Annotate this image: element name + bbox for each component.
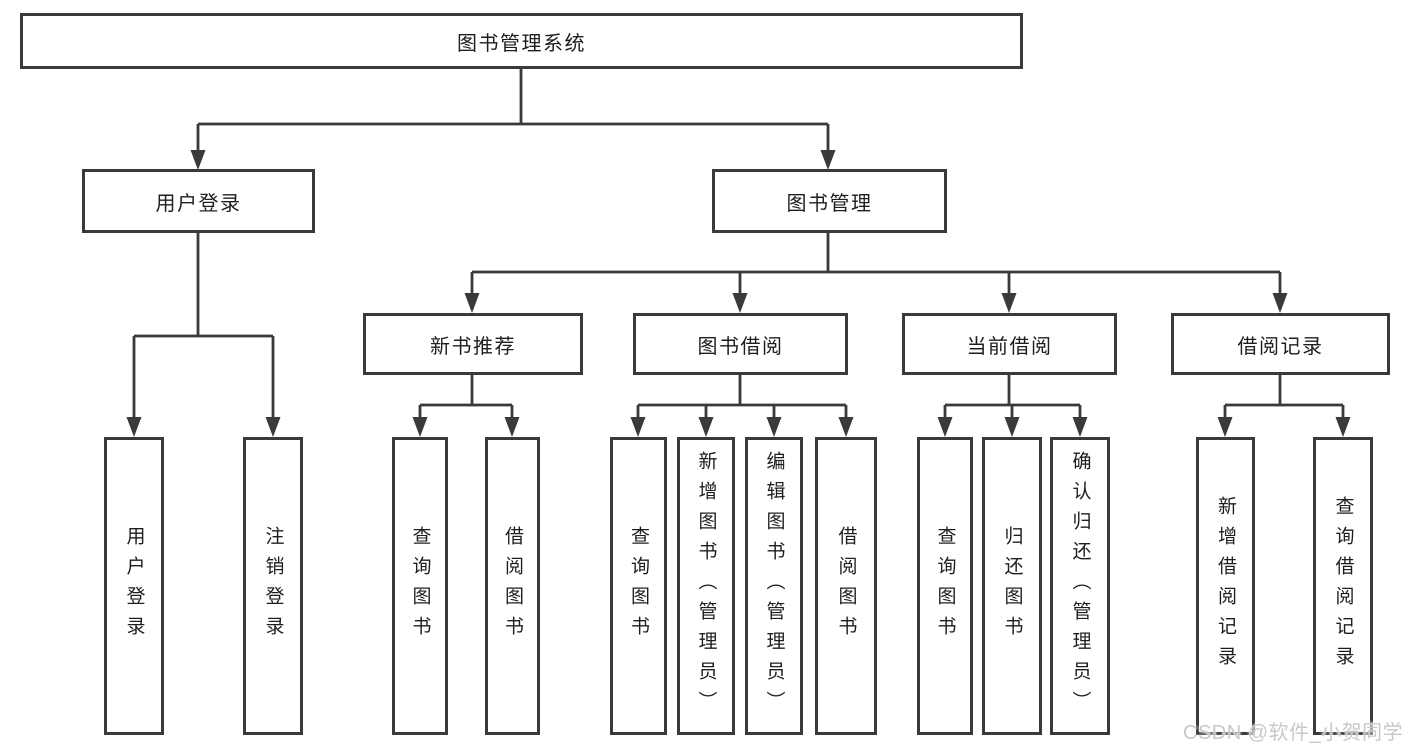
arrow-icon <box>698 417 714 437</box>
connector-root <box>196 69 830 152</box>
node-leaf-user-login: 用户登录 <box>104 437 164 735</box>
node-user-login: 用户登录 <box>82 169 315 233</box>
arrow-icon <box>820 150 836 170</box>
node-leaf-confirm-return-admin: 确认归还（管理员） <box>1050 437 1110 735</box>
node-new-book-recommend-label: 新书推荐 <box>430 335 516 358</box>
node-leaf-edit-books-admin-label: 编辑图书（管理员） <box>763 451 785 721</box>
node-leaf-user-login-label: 用户登录 <box>123 526 145 646</box>
node-book-management: 图书管理 <box>712 169 947 233</box>
node-root: 图书管理系统 <box>20 13 1023 69</box>
node-leaf-borrow-books-1: 借阅图书 <box>485 437 540 735</box>
node-leaf-query-books-2: 查询图书 <box>610 437 667 735</box>
arrow-icon <box>126 417 142 437</box>
arrow-icon <box>464 293 480 313</box>
node-leaf-logout-label: 注销登录 <box>262 526 284 646</box>
arrow-icon <box>937 417 953 437</box>
node-leaf-edit-books-admin: 编辑图书（管理员） <box>745 437 803 735</box>
arrow-icon <box>732 293 748 313</box>
node-leaf-add-borrow-record-label: 新增借阅记录 <box>1215 496 1236 676</box>
watermark: CSDN @软件_小贺同学 <box>1183 722 1404 744</box>
arrow-icon <box>1335 417 1351 437</box>
node-leaf-query-books-1-label: 查询图书 <box>409 526 431 646</box>
node-borrow-records: 借阅记录 <box>1171 313 1390 375</box>
node-leaf-query-books-1: 查询图书 <box>392 437 448 735</box>
node-leaf-confirm-return-admin-label: 确认归还（管理员） <box>1069 451 1091 721</box>
node-leaf-borrow-books-1-label: 借阅图书 <box>502 526 523 646</box>
arrow-icon <box>190 150 206 170</box>
connector-book-borrow <box>636 375 848 419</box>
node-leaf-query-books-3: 查询图书 <box>917 437 973 735</box>
arrow-icon <box>412 417 428 437</box>
node-borrow-records-label: 借阅记录 <box>1237 335 1324 358</box>
connector-book-management <box>470 233 1282 295</box>
node-current-borrow-label: 当前借阅 <box>966 335 1053 358</box>
node-leaf-add-borrow-record: 新增借阅记录 <box>1196 437 1255 735</box>
node-root-label: 图书管理系统 <box>457 32 586 55</box>
arrow-icon <box>265 417 281 437</box>
arrow-icon <box>630 417 646 437</box>
arrow-icon <box>1272 293 1288 313</box>
node-leaf-borrow-books-2: 借阅图书 <box>815 437 877 735</box>
arrow-icon <box>1217 417 1233 437</box>
arrow-icon <box>1001 293 1017 313</box>
node-user-login-label: 用户登录 <box>155 192 242 215</box>
node-leaf-query-books-2-label: 查询图书 <box>628 526 649 646</box>
node-book-borrow-label: 图书借阅 <box>697 335 784 358</box>
arrow-icon <box>1004 417 1020 437</box>
connector-current-borrow <box>943 375 1082 419</box>
arrow-icon <box>1072 417 1088 437</box>
node-current-borrow: 当前借阅 <box>902 313 1117 375</box>
node-leaf-add-books-admin-label: 新增图书（管理员） <box>695 451 717 721</box>
node-leaf-query-borrow-record-label: 查询借阅记录 <box>1332 496 1354 676</box>
arrow-icon <box>766 417 782 437</box>
node-book-management-label: 图书管理 <box>786 192 873 215</box>
node-leaf-return-books-label: 归还图书 <box>1001 526 1023 646</box>
connector-user-login <box>132 233 275 419</box>
node-leaf-add-books-admin: 新增图书（管理员） <box>677 437 735 735</box>
node-leaf-logout: 注销登录 <box>243 437 303 735</box>
arrow-icon <box>838 417 854 437</box>
arrow-icon <box>504 417 520 437</box>
node-book-borrow: 图书借阅 <box>633 313 848 375</box>
connector-new-book-recommend <box>418 375 514 419</box>
node-leaf-borrow-books-2-label: 借阅图书 <box>835 526 857 646</box>
connector-borrow-records <box>1223 375 1345 419</box>
node-leaf-return-books: 归还图书 <box>982 437 1042 735</box>
node-leaf-query-borrow-record: 查询借阅记录 <box>1313 437 1373 735</box>
node-leaf-query-books-3-label: 查询图书 <box>934 526 956 646</box>
node-new-book-recommend: 新书推荐 <box>363 313 583 375</box>
